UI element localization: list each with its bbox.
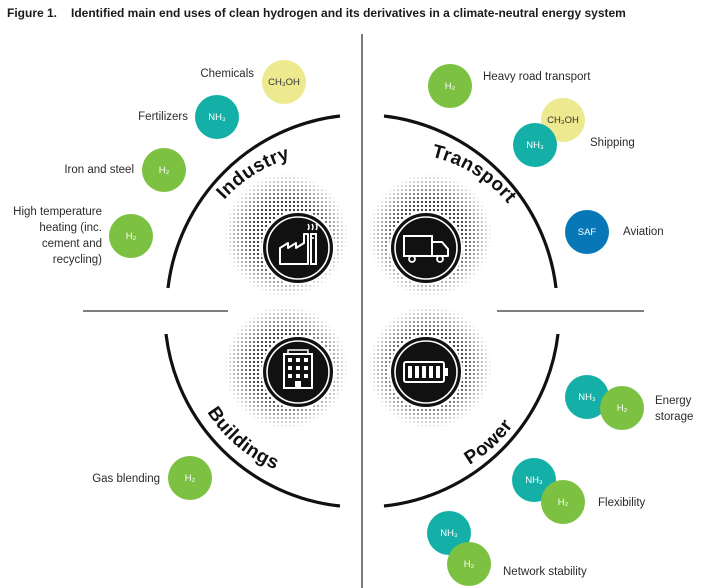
- carrier-bubble-saf: SAF: [565, 210, 609, 254]
- figure-caption: Identified main end uses of clean hydrog…: [71, 6, 626, 20]
- carrier-bubble-h2: H₂: [428, 64, 472, 108]
- carrier-bubble-h2: H₂: [447, 542, 491, 586]
- industry-arc: [166, 114, 341, 289]
- use-label-flexibility: Flexibility: [598, 497, 646, 509]
- buildings-arc: [164, 333, 341, 508]
- use-label-iron-steel: Iron and steel: [64, 164, 134, 176]
- figure-number: Figure 1.: [7, 6, 58, 20]
- carrier-bubble-nh3: NH₃: [195, 95, 239, 139]
- power-arc: [383, 333, 560, 508]
- use-label-network-stability: Network stability: [503, 566, 587, 578]
- use-label-gas-blending: Gas blending: [92, 473, 160, 485]
- use-label-chemicals: Chemicals: [200, 68, 254, 80]
- carrier-bubble-h2: H₂: [109, 214, 153, 258]
- carrier-bubble-ch3oh: CH₃OH: [262, 60, 306, 104]
- use-label-aviation: Aviation: [623, 226, 664, 238]
- carrier-bubble-h2: H₂: [168, 456, 212, 500]
- use-label-shipping: Shipping: [590, 137, 635, 149]
- transport-arc: [383, 114, 558, 289]
- building-icon: [261, 335, 335, 409]
- truck-icon: [389, 211, 463, 285]
- carrier-bubble-nh3: NH₃: [513, 123, 557, 167]
- use-label-fertilizers: Fertilizers: [138, 111, 188, 123]
- use-label-high-temp: High temperature heating (inc. cement an…: [13, 206, 102, 266]
- use-label-energy-storage: Energy storage: [655, 395, 694, 423]
- battery-icon: [389, 335, 463, 409]
- carrier-bubble-h2: H₂: [541, 480, 585, 524]
- figure-title: Figure 1. Identified main end uses of cle…: [7, 6, 626, 20]
- carrier-bubble-h2: H₂: [142, 148, 186, 192]
- factory-icon: [261, 211, 335, 285]
- use-label-heavy-road: Heavy road transport: [483, 71, 591, 83]
- carrier-bubble-h2: H₂: [600, 386, 644, 430]
- carrier-bubble-nh3: NH₃: [427, 511, 471, 555]
